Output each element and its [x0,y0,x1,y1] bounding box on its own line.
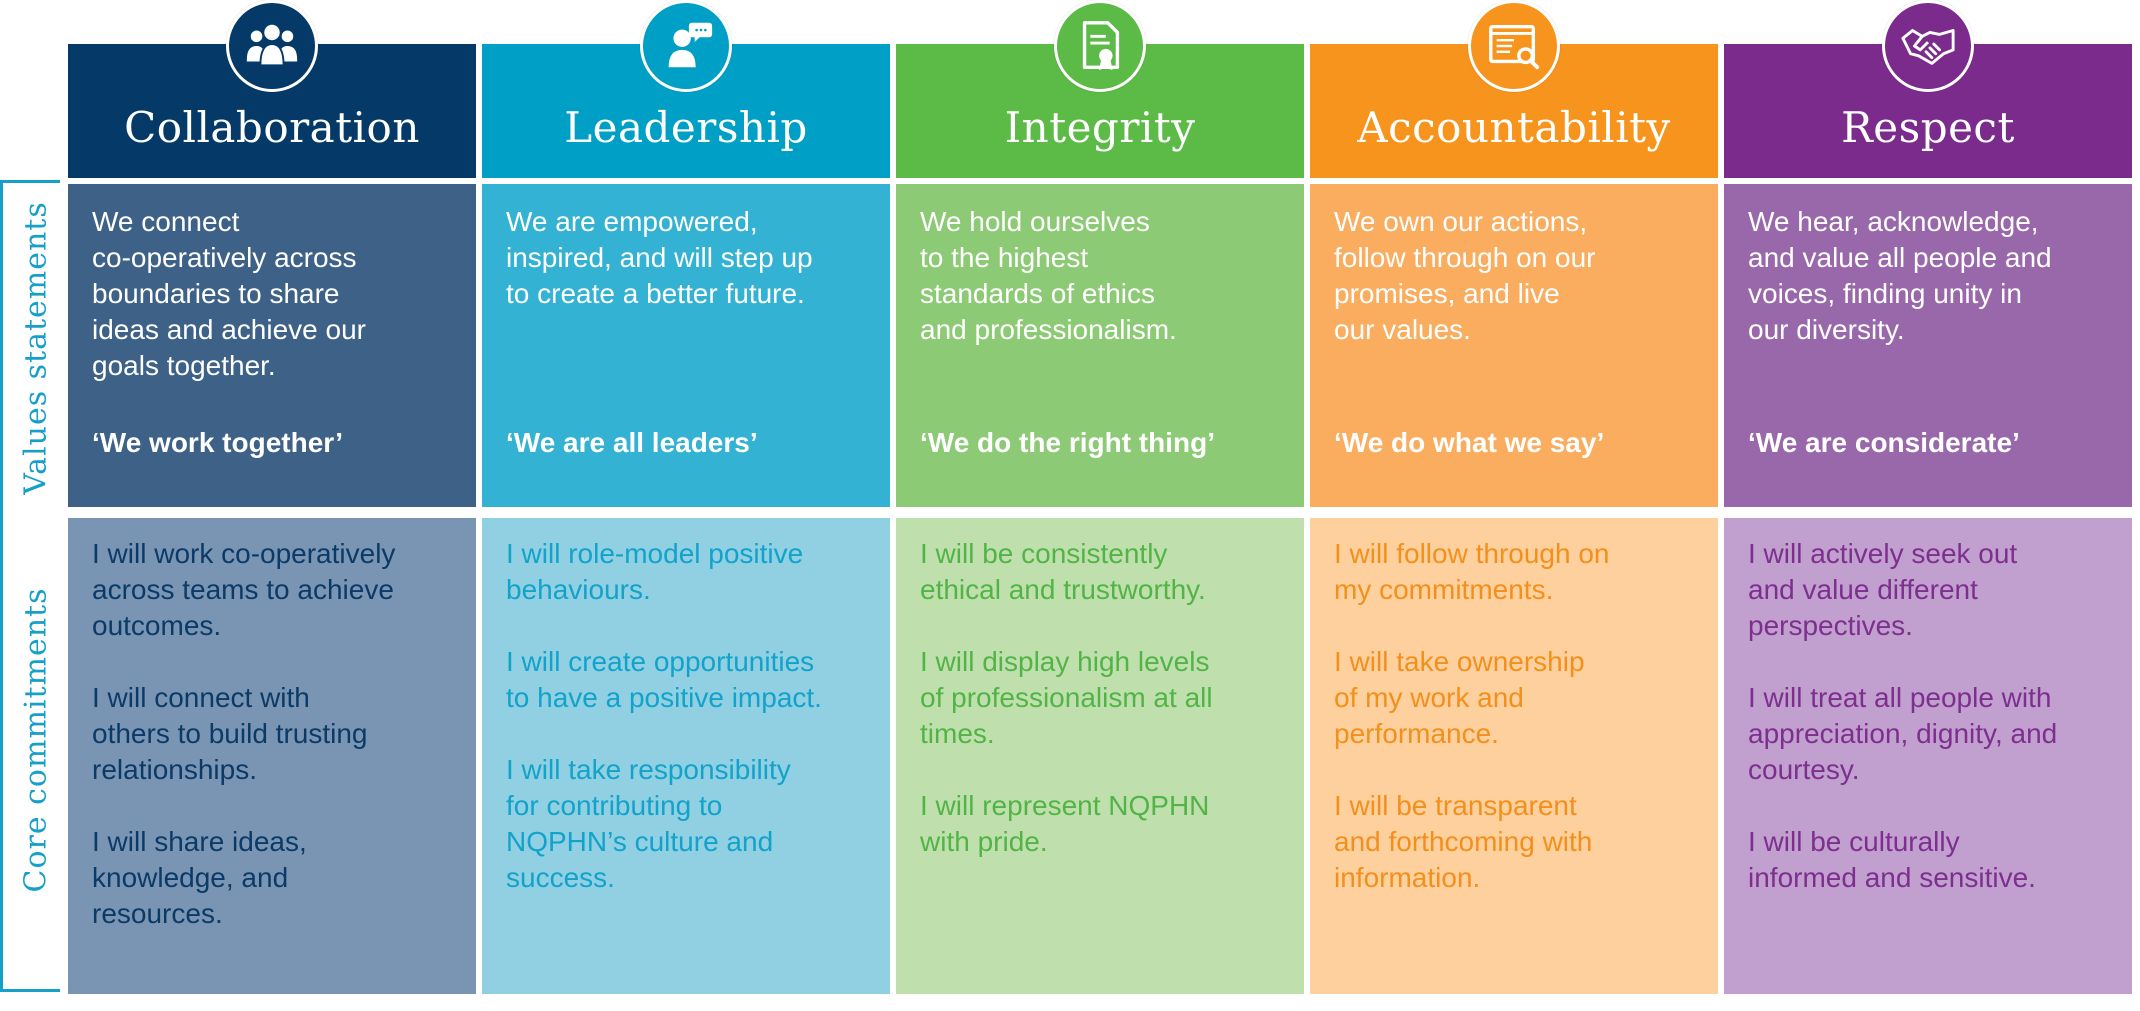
core-commitments-block: I will be consistently ethical and trust… [896,518,1304,994]
values-statements-label: Values statements [18,195,54,501]
values-statement-block: We are empowered, inspired, and will ste… [482,184,890,507]
core-commitments-label: Core commitments [18,581,54,899]
commitment-item: I will role-model positive behaviours. [506,538,804,605]
values-statement-block: We hold ourselves to the highest standar… [896,184,1304,507]
commitment-item: I will display high levels of profession… [920,646,1213,749]
column-title: Accountability [1357,103,1671,152]
column-title: Collaboration [124,103,420,152]
values-statement-block: We hear, acknowledge, and value all peop… [1724,184,2132,507]
commitment-item: I will be consistently ethical and trust… [920,538,1206,605]
team-icon [226,0,318,92]
values-slogan: ‘We do the right thing’ [920,427,1215,458]
values-slogan: ‘We are all leaders’ [506,427,758,458]
commitment-item: I will be transparent and forthcoming wi… [1334,790,1593,893]
values-statement-text: We connect co-operatively across boundar… [92,206,366,381]
bracket-line [0,180,60,992]
certificate-icon [1054,0,1146,92]
values-slogan: ‘We do what we say’ [1334,427,1605,458]
values-statement-text: We hear, acknowledge, and value all peop… [1748,206,2052,345]
column-title: Integrity [1004,103,1196,152]
core-commitments-block: I will role-model positive behaviours. I… [482,518,890,994]
commitment-item: I will treat all people with appreciatio… [1748,682,2058,785]
core-commitments-block: I will actively seek out and value diffe… [1724,518,2132,994]
column-header: Integrity [896,44,1304,178]
commitment-item: I will connect with others to build trus… [92,682,368,785]
document-search-icon [1468,0,1560,92]
column-leadership: Leadership We are empowered, inspired, a… [482,0,890,1011]
column-title: Leadership [564,103,808,152]
core-commitments-block: I will work co-operatively across teams … [68,518,476,994]
values-statement-text: We own our actions, follow through on ou… [1334,206,1596,345]
commitment-item: I will take ownership of my work and per… [1334,646,1585,749]
column-accountability: Accountability We own our actions, follo… [1310,0,1718,1011]
commitment-item: I will share ideas, knowledge, and resou… [92,826,307,929]
column-collaboration: Collaboration We connect co-operatively … [68,0,476,1011]
commitment-item: I will actively seek out and value diffe… [1748,538,2018,641]
side-labels: Values statements Core commitments [0,0,68,1011]
values-statement-block: We connect co-operatively across boundar… [68,184,476,507]
values-statement-block: We own our actions, follow through on ou… [1310,184,1718,507]
values-grid: Collaboration We connect co-operatively … [68,0,2140,1011]
commitment-item: I will represent NQPHN with pride. [920,790,1210,857]
column-title: Respect [1841,103,2015,152]
commitment-item: I will create opportunities to have a po… [506,646,822,713]
column-integrity: Integrity We hold ourselves to the highe… [896,0,1304,1011]
core-commitments-block: I will follow through on my commitments.… [1310,518,1718,994]
leader-speech-icon [640,0,732,92]
values-slogan: ‘We work together’ [92,427,344,458]
column-header: Accountability [1310,44,1718,178]
values-statement-text: We hold ourselves to the highest standar… [920,206,1177,345]
handshake-icon [1882,0,1974,92]
commitment-item: I will be culturally informed and sensit… [1748,826,2036,893]
commitment-item: I will work co-operatively across teams … [92,538,396,641]
commitment-item: I will take responsibility for contribut… [506,754,791,893]
column-header: Leadership [482,44,890,178]
column-respect: Respect We hear, acknowledge, and value … [1724,0,2132,1011]
values-slogan: ‘We are considerate’ [1748,427,2020,458]
commitment-item: I will follow through on my commitments. [1334,538,1610,605]
values-statement-text: We are empowered, inspired, and will ste… [506,206,813,309]
